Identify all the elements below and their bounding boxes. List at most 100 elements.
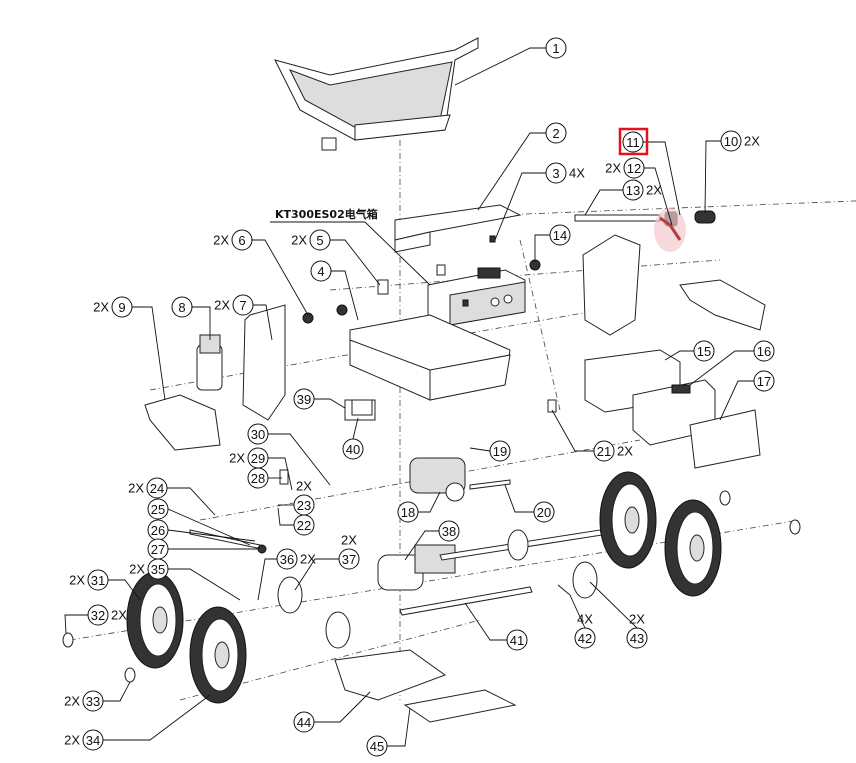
callout-8[interactable]: 8 (171, 296, 193, 318)
callout-circle (545, 122, 567, 144)
callout-number: 7 (239, 298, 246, 313)
callout-27[interactable]: 27 (147, 538, 169, 560)
callout-circle (397, 501, 419, 523)
callout-18[interactable]: 18 (397, 501, 419, 523)
callout-number: 27 (151, 542, 165, 557)
callout-15[interactable]: 15 (693, 340, 715, 362)
callout-7[interactable]: 7 2X (214, 294, 254, 316)
callout-45[interactable]: 45 (366, 735, 388, 757)
callout-5[interactable]: 52X (291, 229, 331, 251)
callout-number: 15 (697, 344, 711, 359)
callout-31[interactable]: 31 2X (69, 569, 109, 591)
callout-41[interactable]: 41 (506, 629, 528, 651)
callout-20[interactable]: 20 (533, 501, 555, 523)
callout-number: 14 (553, 228, 567, 243)
callout-circle (753, 340, 775, 362)
callout-circle (310, 260, 332, 282)
callout-number: 37 (342, 552, 356, 567)
callout-22[interactable]: 22 (293, 514, 315, 536)
callout-39[interactable]: 39 (293, 388, 315, 410)
part-bottom-guards (334, 649, 517, 723)
callout-26[interactable]: 26 (147, 519, 169, 541)
callout-quantity: 2X (93, 300, 109, 315)
callout-number: 28 (251, 471, 265, 486)
callout-1[interactable]: 1 (545, 37, 567, 59)
callout-circle (232, 294, 254, 316)
callout-circle (338, 548, 360, 570)
callout-19[interactable]: 19 (489, 440, 511, 462)
callout-quantity: 2X (128, 481, 144, 496)
callout-9[interactable]: 9 2X (93, 296, 133, 318)
part-actuator (196, 334, 223, 391)
callout-number: 31 (91, 573, 105, 588)
callout-10[interactable]: 10 2X (720, 130, 760, 152)
leader-line-22 (277, 507, 294, 526)
callout-circle (623, 157, 645, 179)
callout-number: 41 (510, 633, 524, 648)
callout-14[interactable]: 14 (549, 224, 571, 246)
leader-line-40 (352, 417, 359, 440)
callout-circle (82, 729, 104, 751)
part-top-cover (394, 204, 522, 253)
callout-number: 10 (724, 134, 738, 149)
callout-25[interactable]: 25 (147, 498, 169, 520)
callout-number: 1 (552, 41, 559, 56)
callout-number: 8 (178, 300, 185, 315)
callout-circle (171, 296, 193, 318)
callout-17[interactable]: 17 (753, 370, 775, 392)
callout-2[interactable]: 2 (545, 122, 567, 144)
callout-quantity: 2X (129, 562, 145, 577)
leader-line-35 (168, 568, 241, 601)
callout-number: 21 (597, 444, 611, 459)
callout-number: 34 (86, 733, 100, 748)
callout-16[interactable]: 16 (753, 340, 775, 362)
callout-circle (276, 548, 298, 570)
callout-38[interactable]: 38 (438, 520, 460, 542)
callout-quantity: 2X (629, 612, 645, 627)
assembly-label: KT300ES02电气箱 (270, 207, 431, 286)
callout-44[interactable]: 44 (293, 711, 315, 733)
callout-circle (545, 162, 567, 184)
callout-circle (293, 388, 315, 410)
callout-28[interactable]: 28 (247, 467, 269, 489)
callout-quantity: 2X (605, 161, 621, 176)
callout-circle (438, 520, 460, 542)
leader-line-31 (108, 579, 141, 601)
callout-4[interactable]: 4 (310, 260, 332, 282)
leader-line-21 (551, 409, 594, 452)
callout-quantity: 2X (744, 134, 760, 149)
callout-11[interactable]: 11 (622, 131, 644, 153)
callout-circle (533, 501, 555, 523)
callout-circle (753, 370, 775, 392)
callout-quantity: 2X (229, 451, 245, 466)
callout-quantity: 2X (341, 533, 357, 548)
callout-number: 9 (118, 300, 125, 315)
callout-6[interactable]: 62X (213, 229, 253, 251)
callout-quantity: 2X (646, 183, 662, 198)
callout-circle (147, 498, 169, 520)
leader-line-29 (268, 457, 293, 491)
leader-line-3 (494, 172, 546, 241)
highlighted-part-11 (654, 208, 686, 252)
callout-quantity: 2X (214, 298, 230, 313)
callout-quantity: 2X (69, 573, 85, 588)
callout-40[interactable]: 40 (342, 438, 364, 460)
callout-number: 36 (280, 552, 294, 567)
callout-30[interactable]: 30 (247, 423, 269, 445)
part-wheels (62, 471, 801, 704)
